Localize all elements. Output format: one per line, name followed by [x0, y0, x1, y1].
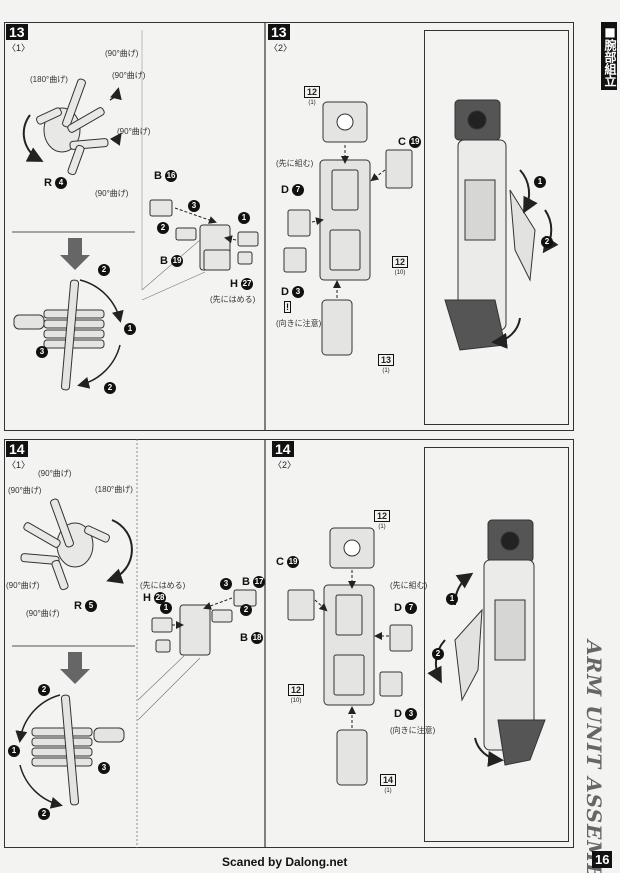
- ref-14-1: 14(1): [380, 774, 397, 796]
- photo-arrow-2: 2: [432, 648, 444, 661]
- photo-14-frame: [424, 447, 569, 842]
- arrow-2-marker: 2: [38, 808, 50, 821]
- arrow-2-marker: 2: [98, 264, 110, 277]
- part-b18: B 18: [240, 632, 264, 645]
- step-14-1-number: 14: [6, 441, 28, 457]
- footer-credit: Scaned by Dalong.net: [222, 855, 348, 869]
- arrow-3-marker: 3: [188, 200, 200, 213]
- part-d3: D 3: [394, 708, 418, 721]
- arrow-1-marker: 1: [124, 323, 136, 336]
- ref-12-10: 12(10): [392, 256, 409, 278]
- arrow-2-marker: 2: [157, 222, 169, 235]
- h28-note: (先にはめる): [140, 581, 186, 590]
- rot-label: (180°曲げ): [95, 485, 133, 494]
- arrow-3-marker: 3: [220, 578, 232, 591]
- ref-13-1: 13(1): [378, 354, 395, 376]
- rot-label: (90°曲げ): [95, 189, 129, 198]
- part-c19: C 19: [276, 556, 300, 569]
- arrow-2-marker: 2: [38, 684, 50, 697]
- arrow-1-marker: 1: [238, 212, 250, 225]
- arrow-2-marker: 2: [240, 604, 252, 617]
- part-b17: B 17: [242, 576, 266, 589]
- ref-12-1: 12(1): [374, 510, 391, 532]
- ref-12-10: 12(10): [288, 684, 305, 706]
- rot-label: (90°曲げ): [6, 581, 40, 590]
- d3-note: (向きに注意): [276, 319, 322, 328]
- d7-note: (先に組む): [390, 581, 428, 590]
- step-14-1-subnumber: 〈1〉: [7, 460, 31, 470]
- photo-13-frame: [424, 30, 569, 425]
- h27-note: (先にはめる): [210, 295, 256, 304]
- part-r4: R 4: [44, 177, 68, 190]
- part-b19: B 19: [160, 255, 184, 268]
- warning-icon: !: [284, 301, 291, 313]
- arrow-1-marker: 1: [160, 602, 172, 615]
- rot-label: (90°曲げ): [38, 469, 72, 478]
- rot-label: (90°曲げ): [117, 127, 151, 136]
- rot-label: (90°曲げ): [105, 49, 139, 58]
- part-h28: H 28: [143, 592, 167, 605]
- rot-label: (180°曲げ): [30, 75, 68, 84]
- step-14-2-subnumber: 〈2〉: [273, 460, 297, 470]
- step-13-1-number: 13: [6, 24, 28, 40]
- step-13-2-number: 13: [268, 24, 290, 40]
- part-h27: H 27: [230, 278, 254, 291]
- step-14-2-number: 14: [272, 441, 294, 457]
- photo-arrow-2: 2: [541, 236, 553, 249]
- arrow-2-marker: 2: [104, 382, 116, 395]
- rot-label: (90°曲げ): [112, 71, 146, 80]
- d7-note: (先に組む): [276, 159, 314, 168]
- step-13-1-subnumber: 〈1〉: [7, 43, 31, 53]
- step-13-frame: [4, 22, 574, 431]
- arrow-3-marker: 3: [98, 762, 110, 775]
- rot-label: (90°曲げ): [26, 609, 60, 618]
- arrow-1-marker: 1: [8, 745, 20, 758]
- part-d7: D 7: [281, 184, 305, 197]
- page-number: 16: [592, 851, 613, 868]
- ref-12-1: 12(1): [304, 86, 321, 108]
- part-r5: R 5: [74, 600, 98, 613]
- part-d7: D 7: [394, 602, 418, 615]
- rot-label: (90°曲げ): [8, 486, 42, 495]
- d3-note: (向きに注意): [390, 726, 436, 735]
- part-b16: B 16: [154, 170, 178, 183]
- part-c19: C 19: [398, 136, 422, 149]
- arrow-3-marker: 3: [36, 346, 48, 359]
- part-d3: D 3: [281, 286, 305, 299]
- photo-arrow-1: 1: [446, 593, 458, 606]
- photo-arrow-1: 1: [534, 176, 546, 189]
- step-13-2-subnumber: 〈2〉: [269, 43, 293, 53]
- section-title: ■腕部組立: [601, 22, 617, 90]
- step-14-frame: [4, 439, 574, 848]
